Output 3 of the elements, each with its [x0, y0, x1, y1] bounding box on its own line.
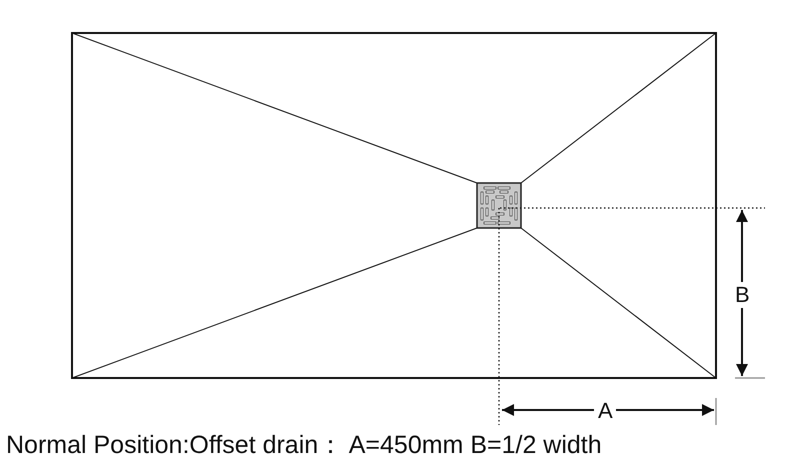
- dimension-label: A: [598, 400, 613, 422]
- caption: Normal Position:Offset drain： A=450mm B=1/2 width: [6, 430, 602, 460]
- dimension-label: B: [735, 284, 750, 306]
